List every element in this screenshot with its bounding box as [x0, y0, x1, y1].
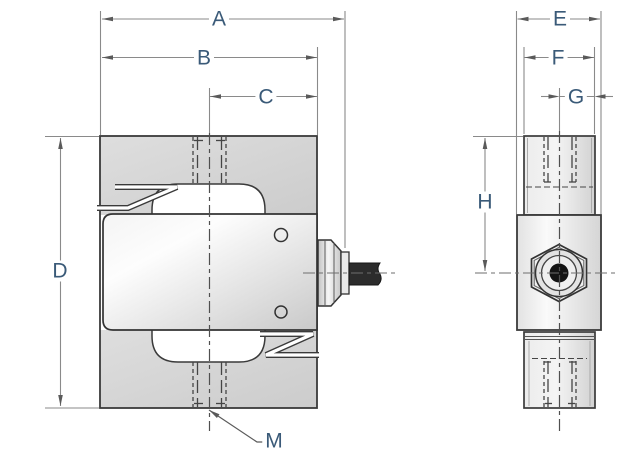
- dim-label-center-to-edge-side: G: [564, 86, 588, 107]
- lower-cutout: [151, 327, 266, 363]
- dim-label-body-width: B: [193, 47, 215, 68]
- dim-label-thread-callout: M: [262, 430, 286, 452]
- dim-label-height: D: [49, 260, 71, 282]
- dim-label-top-to-axis: H: [474, 191, 496, 213]
- dim-label-center-to-edge: C: [255, 86, 277, 107]
- side-top-thread: [526, 137, 593, 188]
- dim-label-overall-depth: E: [549, 8, 571, 30]
- left-zigzag-slit: [97, 184, 179, 211]
- dimension-arrowheads: [58, 16, 606, 418]
- dim-label-overall-width: A: [208, 8, 230, 29]
- right-zigzag-slit: [260, 331, 320, 358]
- side-view: [475, 131, 619, 431]
- plate-screw-top: [273, 227, 289, 243]
- cable: [348, 262, 382, 286]
- front-top-thread: [192, 137, 227, 183]
- plate-screw-bottom: [274, 305, 288, 319]
- front-bottom-thread: [192, 362, 227, 407]
- dim-label-body-depth: F: [548, 47, 568, 68]
- front-view: [97, 133, 398, 431]
